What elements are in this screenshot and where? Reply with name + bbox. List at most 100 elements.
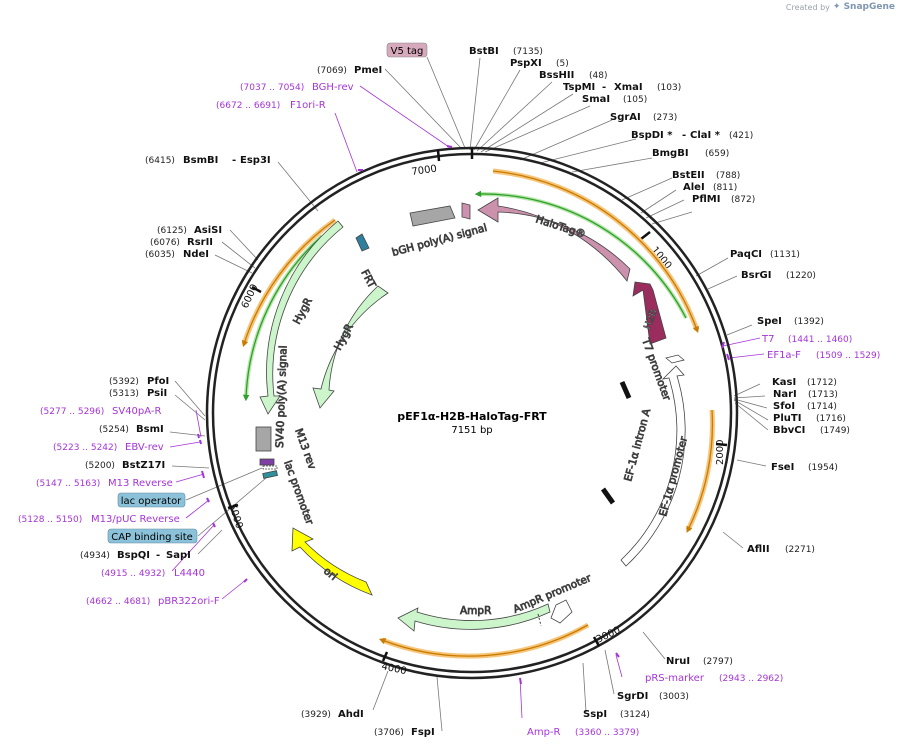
feature-ef1a-intron-start xyxy=(619,380,632,400)
orf-arc-halotag xyxy=(492,168,700,331)
tick-6000 xyxy=(251,285,262,294)
primer-m13-puc-reverse-name: M13/pUC Reverse xyxy=(91,514,180,525)
feature-hygr-label-2: HygR xyxy=(332,322,356,352)
tick-label-2000: 2000 xyxy=(715,440,726,465)
enzyme-pspxi-name: PspXI xyxy=(510,58,542,69)
orf-inner-arc-halotag xyxy=(474,190,687,319)
feature-frt xyxy=(355,233,370,252)
primer-sv40pa-r-range: (5277 .. 5296) xyxy=(40,407,104,417)
enzyme-sfoi-name: SfoI xyxy=(773,401,795,412)
box-lac-operator-label: lac operator xyxy=(121,496,182,507)
enzyme-ahdi-pos: (3929) xyxy=(301,710,331,720)
tick-7000 xyxy=(436,149,441,162)
enzyme-pmei-pos: (7069) xyxy=(317,66,347,76)
feature-ori-arrow xyxy=(291,527,373,596)
feature-ef1a-intron-end xyxy=(600,487,616,505)
box-v5-tag-label: V5 tag xyxy=(391,46,424,57)
enzyme-bsmbi-pos: (6415) xyxy=(145,156,175,166)
orf-inner-arcs xyxy=(242,190,688,402)
enzyme-bstbi-name: BstBI xyxy=(469,46,499,57)
box-v5-tag xyxy=(386,42,428,58)
enzyme-ndei-pos: (6035) xyxy=(145,250,175,260)
enzyme-sgrdi-name: SgrDI xyxy=(617,691,648,702)
primer-t7-range: (1441 .. 1460) xyxy=(788,335,852,345)
feature-ef1a-promoter-arrow xyxy=(620,365,686,567)
plasmid-name: pEF1α-H2B-HaloTag-FRT xyxy=(397,410,547,423)
feature-ef1a-promoter-label: EF-1α promoter xyxy=(657,435,690,518)
tick-label-3000: 3000 xyxy=(595,625,623,646)
enzyme-labels: (7069) PmeI BstBI (7135) PspXI (5) BssHI… xyxy=(80,46,850,738)
snapgene-brand-name: SnapGene xyxy=(843,2,895,12)
enzyme-asisi-pos: (6125) xyxy=(157,226,187,236)
primer-t7-name: T7 xyxy=(761,334,774,345)
enzyme-bstz17i-name: BstZ17I xyxy=(122,460,165,471)
primer-bgh-rev-range: (7037 .. 7054) xyxy=(240,83,304,93)
enzyme-pflmi-pos: (872) xyxy=(731,195,755,205)
feature-h2b-arrow xyxy=(632,281,667,345)
enzyme-aflii-name: AflII xyxy=(747,544,770,555)
primer-m13-reverse-name: M13 Reverse xyxy=(108,478,173,489)
primer-pbr322ori-f-range: (4662 .. 4681) xyxy=(86,597,150,607)
enzyme-pflmi-name: PflMI xyxy=(692,194,720,205)
feature-hygr-label-1: HygR xyxy=(291,296,315,326)
feature-t7-promoter-label: T7 promoter xyxy=(639,336,673,403)
feature-hygr-arrow-2 xyxy=(312,285,389,409)
enzyme-bsshii-name: BssHII xyxy=(539,70,574,81)
enzyme-bstz17i-pos: (5200) xyxy=(85,461,115,471)
orf-arcs xyxy=(241,168,715,659)
primer-l4440-name: L4440 xyxy=(174,568,205,579)
feature-m13-rev xyxy=(259,458,275,466)
feature-ef1a-intron-label: EF-1α intron A xyxy=(622,407,653,483)
primer-m13-puc-reverse-range: (5128 .. 5150) xyxy=(18,515,82,525)
primer-bgh-rev-name: BGH-rev xyxy=(312,82,354,93)
enzyme-aflii-pos: (2271) xyxy=(785,545,815,555)
enzyme-pluti-pos: (1716) xyxy=(816,414,846,424)
enzyme-pmei-name: PmeI xyxy=(354,65,382,76)
feature-t7-promoter xyxy=(665,354,685,364)
tick-label-7000: 7000 xyxy=(411,164,438,178)
enzyme-fspi-pos: (3706) xyxy=(374,728,404,738)
enzyme-asisi-name: AsiSI xyxy=(194,225,222,236)
enzyme-sspi-name: SspI xyxy=(583,709,607,720)
enzyme-bspqi-name: BspQI xyxy=(117,550,150,561)
enzyme-nari-name: NarI xyxy=(773,389,797,400)
enzyme-smai-pos: (105) xyxy=(623,95,647,105)
primer-marks xyxy=(197,145,730,685)
size-ticks xyxy=(227,148,728,662)
enzyme-kasi-pos: (1712) xyxy=(807,378,837,388)
enzyme-kasi-name: KasI xyxy=(772,377,796,388)
enzyme-bspqi-pos: (4934) xyxy=(80,551,110,561)
feature-m13-rev-label: M13 rev xyxy=(292,427,318,471)
enzyme-bmgbi-name: BmgBI xyxy=(652,148,689,159)
enzyme-tspmi-name: TspMI xyxy=(563,82,595,93)
primer-ebv-rev-range: (5223 .. 5242) xyxy=(53,443,117,453)
enzyme-bsshii-pos: (48) xyxy=(589,71,607,81)
enzyme-bspdi-pos: (421) xyxy=(729,131,753,141)
tick-2000 xyxy=(715,442,728,447)
primer-m13-reverse-range: (5147 .. 5163) xyxy=(36,479,100,489)
orf-inner-arc-hygr xyxy=(242,235,323,402)
primer-amp-r-name: Amp-R xyxy=(527,727,561,738)
feature-ampr-arrow xyxy=(397,603,551,632)
enzyme-bsmi-pos: (5254) xyxy=(99,425,129,435)
primer-prs-marker-name: pRS-marker xyxy=(645,673,705,684)
enzyme-pluti-name: PluTI xyxy=(773,413,801,424)
enzyme-clai-name: ClaI * xyxy=(690,130,721,141)
enzyme-bsmi-name: BsmI xyxy=(136,424,164,435)
enzyme-pfoi-pos: (5392) xyxy=(109,377,139,387)
enzyme-bsmbi-name: BsmBI xyxy=(183,155,218,166)
enzyme-sfoi-pos: (1714) xyxy=(807,402,837,412)
enzyme-pfoi-name: PfoI xyxy=(147,376,169,387)
primer-ef1a-f-range: (1509 .. 1529) xyxy=(816,351,880,361)
enzyme-ahdi-name: AhdI xyxy=(338,709,364,720)
box-cap-binding-site xyxy=(107,528,198,544)
tick-label-4000: 4000 xyxy=(380,661,407,677)
feature-bgh-polya xyxy=(409,205,456,227)
feature-halotag-label: HaloTag® xyxy=(534,213,587,240)
feature-hygr-arrow-1 xyxy=(259,220,344,415)
plasmid-size: 7151 bp xyxy=(451,425,492,436)
enzyme-nrui-pos: (2797) xyxy=(703,657,733,667)
enzyme-esp3i-name: Esp3I xyxy=(240,155,271,166)
svg-text:-: - xyxy=(232,155,236,166)
enzyme-spei-name: SpeI xyxy=(757,316,782,327)
